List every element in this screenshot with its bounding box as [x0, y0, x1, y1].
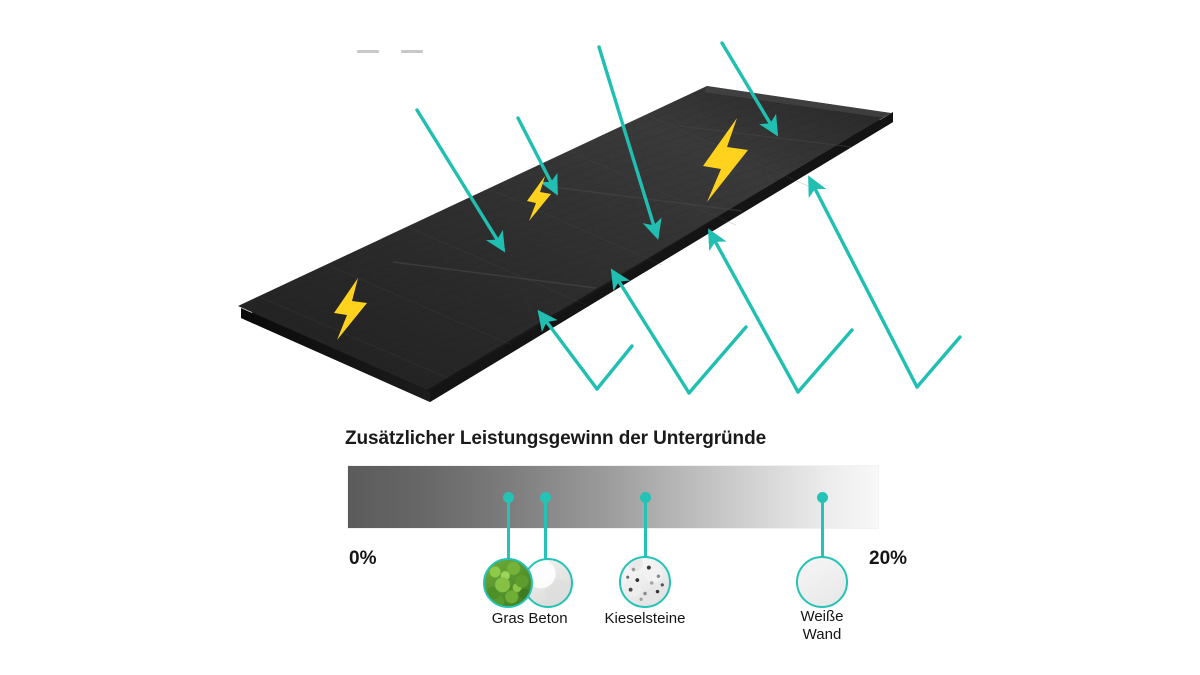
marker-dot-beton[interactable] — [540, 492, 551, 503]
reflected-ray-4b — [915, 335, 962, 389]
reflected-ray-2 — [610, 268, 691, 395]
reflected-ray-3 — [708, 228, 800, 394]
incoming-ray-1 — [415, 108, 506, 253]
pebbles-swatch-icon[interactable] — [619, 556, 671, 608]
reflected-ray-3b — [796, 328, 854, 394]
marker-dot-kieselsteine[interactable] — [640, 492, 651, 503]
marker-dot-weisse-wand[interactable] — [817, 492, 828, 503]
marker-stem-kieselsteine — [644, 497, 647, 557]
energy-bolt-icon-2 — [527, 176, 551, 221]
performance-gradient-bar — [348, 466, 878, 528]
incoming-ray-4 — [720, 41, 779, 137]
incoming-light-rays — [415, 41, 779, 253]
marker-stem-beton — [544, 497, 547, 561]
energy-bolt-icon-3 — [703, 118, 748, 202]
reflected-ray-1 — [537, 309, 599, 391]
swatch-label-gras: Gras — [491, 610, 525, 627]
white-wall-swatch-icon[interactable] — [796, 556, 848, 608]
energy-bolts — [334, 118, 748, 340]
scale-min-label: 0% — [349, 548, 377, 569]
solar-panel-body — [238, 86, 893, 402]
reflected-light-rays — [537, 175, 962, 395]
swatch-label-weisse-wand: Weiße Wand — [800, 608, 844, 643]
scale-max-label: 20% — [869, 548, 908, 569]
energy-bolt-icon-1 — [334, 278, 367, 340]
reflected-ray-1b — [595, 344, 634, 391]
marker-dot-gras[interactable] — [503, 492, 514, 503]
marker-stem-gras — [507, 497, 510, 561]
reflected-ray-2b — [687, 325, 748, 395]
crop-artifact-mark-1 — [357, 50, 379, 53]
chart-title: Zusätzlicher Leistungsgewinn der Untergr… — [345, 428, 767, 449]
crop-artifact-mark-2 — [401, 50, 423, 53]
reflected-ray-4 — [808, 175, 919, 389]
swatch-label-beton: Beton — [528, 610, 568, 627]
swatch-label-kieselsteine: Kieselsteine — [604, 610, 686, 627]
incoming-ray-2 — [516, 116, 558, 196]
marker-stem-weisse-wand — [821, 497, 824, 557]
incoming-ray-3 — [597, 45, 662, 240]
grass-swatch-icon[interactable] — [483, 558, 533, 608]
